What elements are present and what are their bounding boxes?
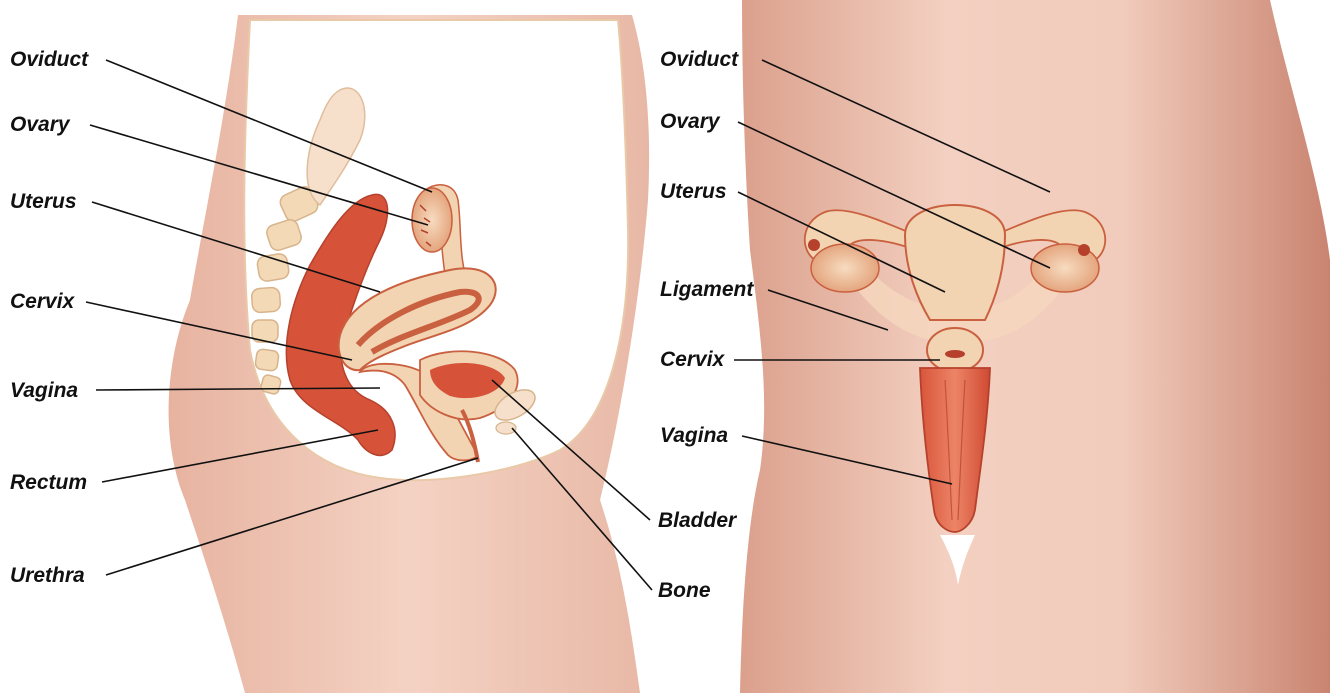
label-right-ligament: Ligament bbox=[660, 278, 754, 301]
cervix-os bbox=[945, 350, 965, 358]
label-left-oviduct: Oviduct bbox=[10, 48, 89, 71]
label-left-vagina: Vagina bbox=[10, 379, 78, 402]
label-right-cervix: Cervix bbox=[660, 348, 726, 371]
left-ovary-shape bbox=[412, 188, 452, 252]
label-right-uterus: Uterus bbox=[660, 180, 727, 203]
sagittal-view bbox=[169, 15, 650, 693]
label-left-ovary: Ovary bbox=[10, 113, 71, 136]
right-body-silhouette bbox=[740, 0, 1330, 693]
label-left-rectum: Rectum bbox=[10, 471, 87, 494]
fimbria-spot-left bbox=[808, 239, 820, 251]
label-left-bone: Bone bbox=[658, 579, 711, 602]
right-uterus-shape bbox=[905, 205, 1005, 320]
label-right-vagina: Vagina bbox=[660, 424, 728, 447]
right-labels: Oviduct Ovary Uterus Ligament Cervix Vag… bbox=[660, 48, 754, 447]
label-right-oviduct: Oviduct bbox=[660, 48, 739, 71]
label-left-uterus: Uterus bbox=[10, 190, 77, 213]
label-right-ovary: Ovary bbox=[660, 110, 721, 133]
label-left-urethra: Urethra bbox=[10, 564, 85, 587]
label-left-cervix: Cervix bbox=[10, 290, 76, 313]
fimbria-spot-right bbox=[1078, 244, 1090, 256]
frontal-view bbox=[740, 0, 1330, 693]
right-ovary-left bbox=[811, 244, 879, 292]
label-left-bladder: Bladder bbox=[658, 509, 738, 532]
